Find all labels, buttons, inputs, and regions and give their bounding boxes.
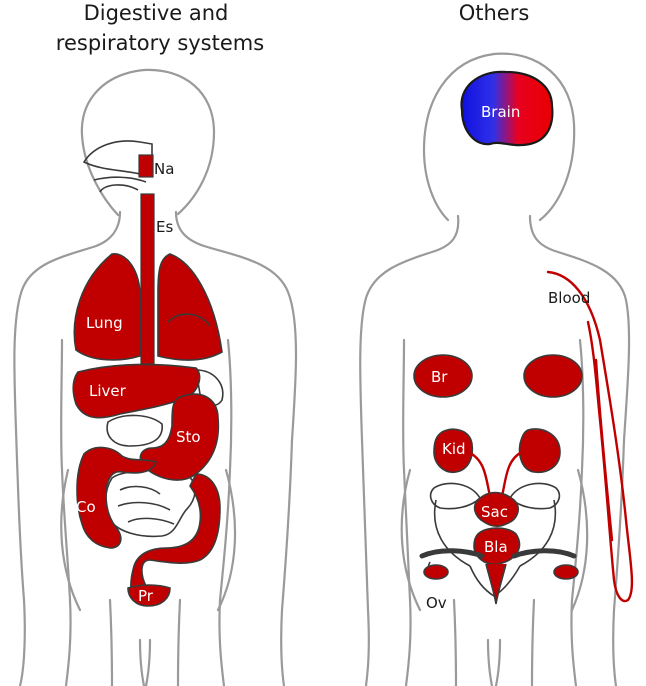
label-br: Br <box>431 368 448 386</box>
prostate <box>127 584 171 607</box>
right-kidney <box>518 428 561 474</box>
label-sac: Sac <box>481 503 508 521</box>
brain <box>460 70 554 147</box>
right-lung <box>157 253 223 361</box>
label-ov: Ov <box>426 594 447 612</box>
left-breast <box>413 354 473 398</box>
label-pr: Pr <box>138 587 154 605</box>
liver <box>72 363 201 419</box>
pelvis-outline <box>429 482 561 597</box>
label-es: Es <box>156 218 173 236</box>
blood-vessels <box>546 270 634 603</box>
left-panel-title-line1: Digestive and <box>84 1 229 25</box>
right-panel-title: Others <box>459 1 530 25</box>
left-ovary <box>423 564 449 580</box>
label-sto: Sto <box>176 428 201 446</box>
esophagus-tube <box>140 193 155 365</box>
nasal-tube <box>138 154 154 178</box>
label-lung: Lung <box>86 314 123 332</box>
sac <box>473 491 519 527</box>
right-ovary <box>553 564 579 580</box>
left-lung <box>73 253 141 361</box>
left-panel-title-line2: respiratory systems <box>56 31 264 55</box>
label-brain: Brain <box>481 103 520 121</box>
label-kid: Kid <box>442 440 466 458</box>
label-co: Co <box>76 498 96 516</box>
label-blood: Blood <box>548 289 590 307</box>
label-na: Na <box>154 160 174 178</box>
right-breast <box>523 354 583 398</box>
left-body-silhouette <box>13 68 298 686</box>
left-kidney <box>433 428 474 474</box>
label-bla: Bla <box>484 538 508 556</box>
nasal-cavity-outline <box>82 140 153 193</box>
label-liver: Liver <box>89 382 127 400</box>
colon <box>76 446 158 549</box>
right-body-silhouette <box>359 52 631 686</box>
reproductive-tubes <box>419 548 577 605</box>
